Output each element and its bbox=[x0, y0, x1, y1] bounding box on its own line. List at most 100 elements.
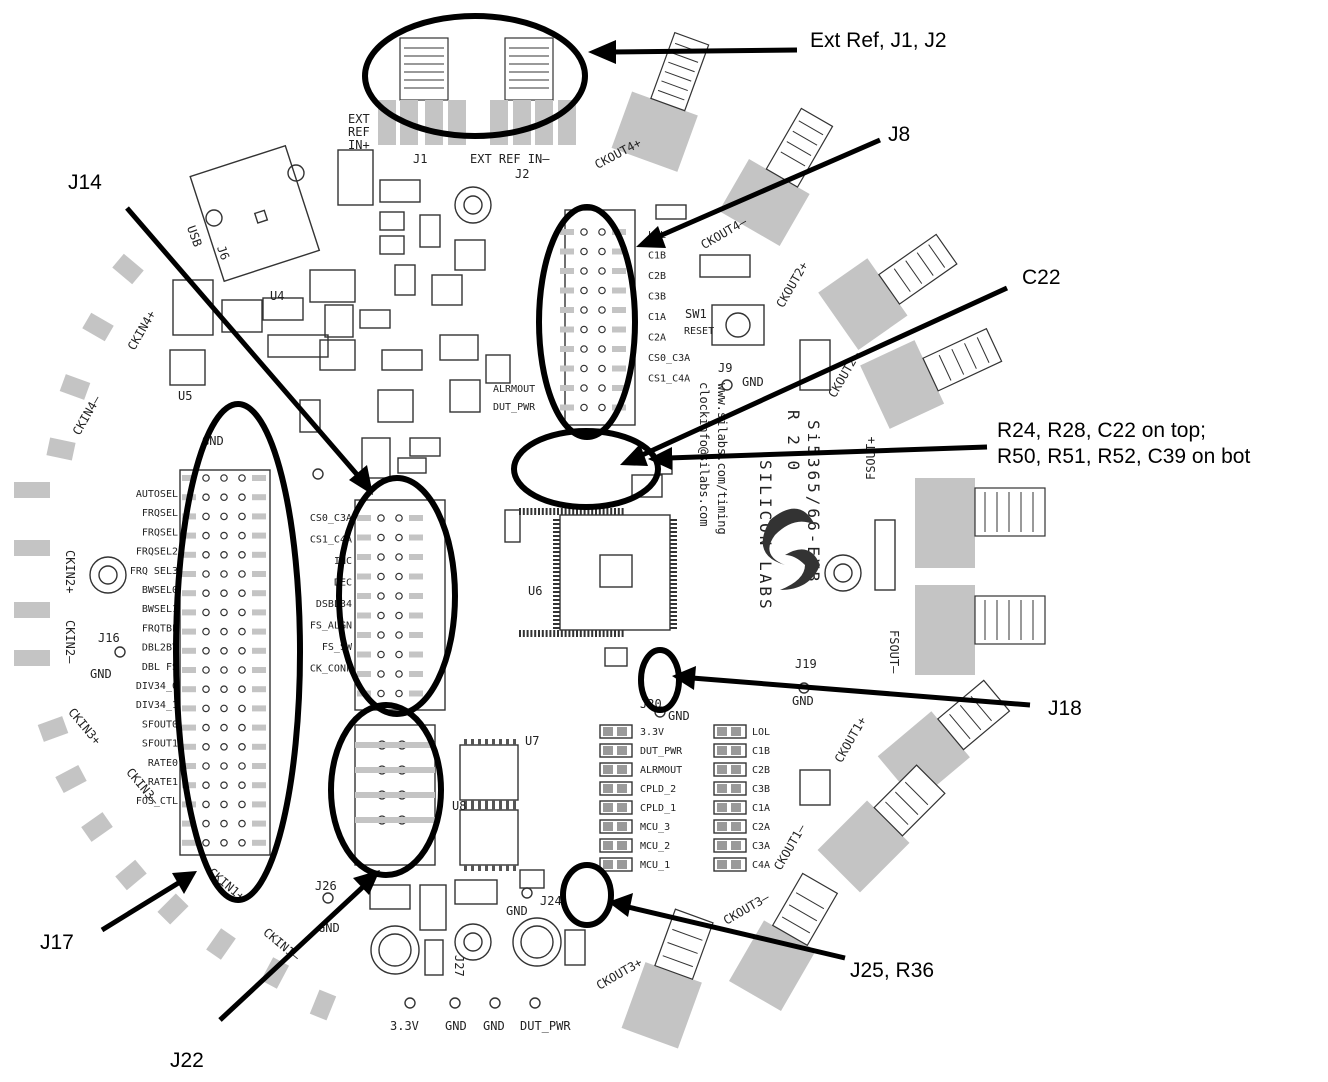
pin-pad bbox=[182, 609, 196, 616]
j2-label: J2 bbox=[515, 167, 529, 181]
ic-pin bbox=[471, 739, 474, 745]
ic-pin bbox=[519, 630, 521, 637]
gnd-label-4: GND bbox=[668, 709, 690, 723]
ic-pin bbox=[560, 508, 563, 515]
pin-hole bbox=[395, 533, 403, 542]
pin-hole bbox=[395, 553, 403, 561]
pin-pad bbox=[182, 839, 196, 846]
pin-hole bbox=[377, 592, 385, 600]
ic-pin bbox=[591, 508, 594, 515]
ic-pin bbox=[545, 630, 548, 637]
pin-hole bbox=[238, 474, 246, 482]
j17_labels-text: SFOUT0 bbox=[142, 719, 178, 730]
mounting-holes bbox=[89, 186, 862, 961]
led_labels_right-text: C2B bbox=[752, 765, 770, 776]
pin-pad bbox=[357, 515, 371, 521]
pin-hole bbox=[202, 666, 210, 674]
pin-hole bbox=[598, 267, 606, 275]
pin-hole bbox=[202, 627, 210, 636]
pin-pad bbox=[560, 287, 574, 294]
pin-hole bbox=[598, 247, 606, 256]
ic-pin bbox=[553, 539, 560, 541]
ic-pin bbox=[617, 630, 620, 637]
pin-hole bbox=[598, 228, 606, 236]
ic-pin bbox=[583, 508, 586, 515]
pin-hole bbox=[220, 627, 228, 636]
pin-pad bbox=[357, 593, 371, 599]
led-footprint bbox=[713, 724, 747, 739]
led_labels_right-text: C1A bbox=[752, 803, 770, 814]
ckin-label-0: CKIN4+ bbox=[125, 308, 159, 353]
j14_labels-text: CS0_C3A bbox=[310, 513, 352, 524]
ic-pin bbox=[499, 739, 502, 745]
ic-pin bbox=[602, 508, 605, 515]
ic-pin bbox=[579, 630, 582, 637]
pin-pad bbox=[182, 647, 196, 654]
ic-pin bbox=[553, 630, 556, 637]
j14_labels-text: CS1_C4A bbox=[310, 535, 352, 546]
ic-pin bbox=[553, 555, 560, 557]
ic-pin bbox=[485, 865, 488, 871]
ic-pin bbox=[553, 547, 560, 549]
ic-pin bbox=[670, 579, 677, 581]
led-pad bbox=[717, 841, 727, 850]
pin-hole bbox=[202, 474, 210, 482]
pin-hole bbox=[580, 384, 588, 392]
led-footprint bbox=[599, 781, 633, 796]
pin-hole bbox=[238, 838, 246, 847]
pin-pad bbox=[409, 632, 423, 638]
pin-hole bbox=[395, 611, 403, 620]
pin-hole bbox=[220, 531, 228, 540]
led-pad bbox=[617, 727, 627, 736]
led-rows bbox=[599, 724, 747, 872]
u6-ic bbox=[519, 508, 677, 637]
ic-pin bbox=[670, 547, 677, 549]
ic-pin bbox=[553, 563, 560, 565]
silicon-labs-logo-icon bbox=[762, 508, 820, 590]
pin-hole bbox=[377, 611, 385, 620]
ic-pin bbox=[670, 559, 677, 561]
ic-pin bbox=[579, 508, 582, 515]
led-pad bbox=[603, 784, 613, 793]
pin-hole bbox=[238, 781, 246, 790]
j17_labels-text: BWSEL0 bbox=[142, 585, 178, 596]
pin-pad bbox=[357, 573, 371, 580]
ic-pin bbox=[670, 623, 677, 625]
led-pad bbox=[617, 841, 627, 850]
pin-hole bbox=[395, 592, 403, 600]
ckout-label-4: FSOUT+ bbox=[864, 437, 878, 480]
j14_labels-text: FS_ALGN bbox=[310, 621, 352, 632]
led-pad bbox=[731, 765, 741, 774]
pin-hole bbox=[377, 650, 385, 659]
callout-ext-ref: Ext Ref, J1, J2 bbox=[810, 29, 947, 52]
led-pad bbox=[717, 822, 727, 831]
ic-pin bbox=[553, 591, 560, 593]
pin-pad bbox=[612, 248, 626, 255]
pin-pad bbox=[182, 475, 196, 481]
led-pad bbox=[717, 727, 727, 736]
led-pad bbox=[603, 822, 613, 831]
callout-j14: J14 bbox=[68, 171, 102, 194]
dut-pwr-label: DUT_PWR bbox=[493, 402, 536, 413]
j17_labels-text: DIV34_1 bbox=[136, 700, 178, 711]
pin-pad bbox=[357, 671, 371, 677]
pin-hole bbox=[238, 550, 246, 559]
pin-hole bbox=[238, 819, 246, 828]
ic-pin bbox=[485, 804, 488, 810]
ic-pin bbox=[464, 804, 467, 810]
ic-pin bbox=[595, 508, 597, 515]
pin-hole bbox=[238, 570, 246, 578]
pin-hole bbox=[598, 306, 606, 314]
callout-r24: R24, R28, C22 on top; R50, R51, R52, C39… bbox=[997, 418, 1250, 471]
pin-hole bbox=[238, 666, 246, 674]
ext-label-2: REF bbox=[348, 125, 370, 139]
board-name-label: Si5365/66-EVB bbox=[804, 420, 823, 584]
j8_labels-text: CS0_C3A bbox=[648, 353, 690, 364]
led-pad bbox=[731, 841, 741, 850]
pin-hole bbox=[202, 742, 210, 751]
ic-pin bbox=[526, 630, 529, 637]
ic-pin bbox=[598, 630, 601, 637]
pin-pad bbox=[409, 651, 423, 658]
pin-pad bbox=[252, 839, 266, 846]
j17_labels-text: DIV34_0 bbox=[136, 681, 178, 692]
